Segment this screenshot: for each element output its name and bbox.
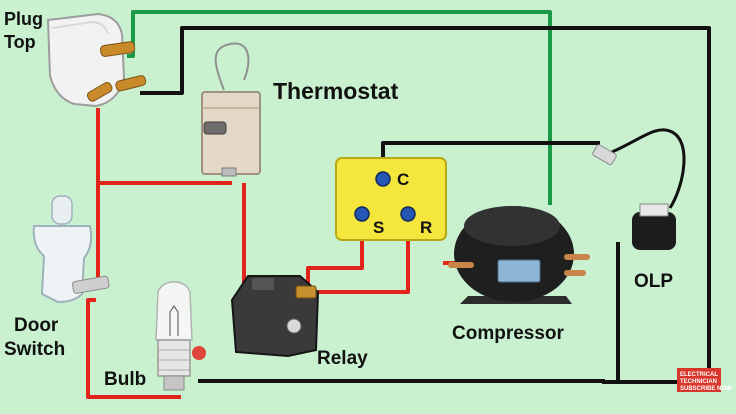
door-switch-label-line1: Door [14,315,59,336]
bulb-supply-wire [86,298,181,399]
relay-label: Relay [317,348,368,369]
s-terminal-dot [354,206,370,222]
bulb-icon [155,281,206,391]
door-switch-icon [32,195,110,304]
c-terminal-label: C [397,170,409,189]
r-terminal-dot [400,206,416,222]
channel-logo: ELECTRICAL TECHNICIAN SUBSCRIBE NOW [677,368,732,392]
plug-top-icon [46,12,147,108]
thermostat-icon [201,42,261,177]
c-terminal-dot [375,171,391,187]
thermostat-label: Thermostat [273,78,399,104]
r-terminal-label: R [420,218,432,237]
relay-terminal-box: C S R [335,157,447,241]
door-switch-label-line2: Switch [4,339,65,360]
plug-label-line1: Plug [4,9,43,29]
green-wire [127,10,552,205]
olp-icon [592,128,686,250]
s-terminal-wire [306,218,364,285]
svg-text:TECHNICIAN: TECHNICIAN [680,379,717,385]
olp-label: OLP [634,271,673,292]
compressor-icon [448,206,590,304]
compressor-label: Compressor [452,323,565,344]
red-wires [86,108,456,399]
r-terminal-wire [318,218,410,294]
svg-text:ELECTRICAL: ELECTRICAL [680,372,718,378]
svg-text:SUBSCRIBE NOW: SUBSCRIBE NOW [680,386,732,392]
bulb-label: Bulb [104,369,146,390]
s-terminal-label: S [373,218,384,237]
relay-icon [230,275,320,358]
plug-label-line2: Top [4,32,36,52]
